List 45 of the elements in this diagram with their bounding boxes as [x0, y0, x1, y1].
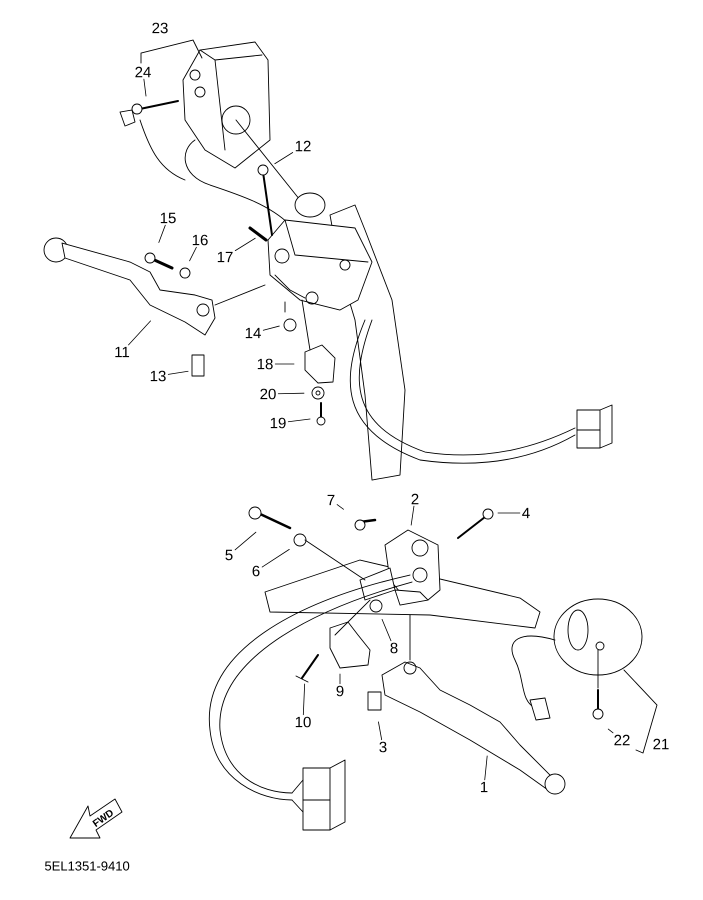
leader-line	[234, 532, 256, 550]
callout-number: 7	[328, 494, 334, 506]
callout-number: 2	[412, 494, 418, 504]
callout-number: 19	[270, 418, 286, 428]
callout-number: 22	[614, 734, 630, 746]
leader-line	[128, 320, 151, 346]
callout-number: 18	[258, 358, 273, 370]
leader-line	[144, 78, 146, 96]
leader-line	[378, 721, 382, 740]
callout-number: 21	[653, 738, 669, 750]
leader-line	[302, 684, 306, 716]
callout-number: 6	[252, 566, 260, 576]
leader-line	[278, 392, 304, 394]
callout-number: 10	[296, 716, 311, 728]
callout-number: 23	[152, 22, 168, 34]
leader-line	[410, 506, 414, 526]
leader-line	[382, 619, 392, 642]
leader-line	[608, 728, 614, 734]
drawing-number: 5EL1351-9410	[44, 861, 130, 871]
callout-number: 15	[160, 212, 176, 224]
callout-number: 13	[150, 370, 166, 382]
callout-number: 14	[246, 328, 261, 338]
leader-line	[336, 504, 344, 510]
callout-number: 12	[296, 140, 311, 152]
leader-line	[234, 238, 256, 252]
callout-number: 20	[260, 388, 276, 400]
callout-number: 16	[192, 234, 208, 246]
leader-line	[168, 370, 188, 375]
callout-number: 17	[218, 252, 233, 262]
callout-number: 4	[522, 508, 530, 518]
leader-line	[288, 418, 310, 422]
leader-line	[498, 512, 520, 514]
callout-number: 1	[480, 782, 488, 792]
leader-line	[262, 548, 290, 568]
leader-line	[484, 756, 488, 780]
callout-number: 5	[225, 550, 233, 560]
callout-number: 9	[336, 686, 344, 696]
callout-number: 11	[115, 346, 130, 358]
leader-line	[158, 224, 166, 243]
leader-line	[262, 326, 280, 331]
leader-line	[189, 246, 197, 262]
leader-line	[274, 152, 294, 164]
callout-number: 24	[135, 66, 151, 78]
callout-number: 3	[379, 742, 386, 752]
callout-number: 8	[390, 642, 398, 654]
